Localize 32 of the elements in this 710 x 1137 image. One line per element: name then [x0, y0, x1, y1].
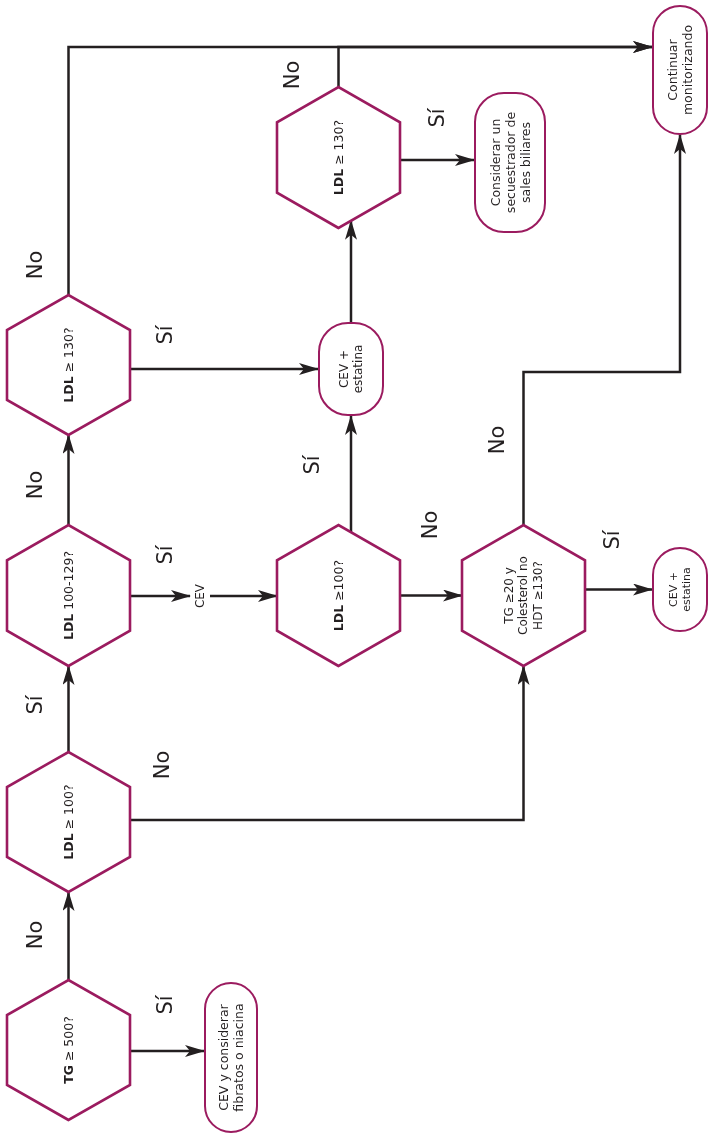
action-text: Considerar un secuestrador de sales biliares [487, 110, 533, 216]
action-text: CEV y considerar fibratos o niacina [216, 1002, 246, 1114]
action-box [474, 92, 546, 233]
arrow [130, 665, 530, 822]
action-text: CEV + estatina [336, 344, 366, 394]
step-text: CEV [190, 574, 210, 618]
decision-text: TG ≥20 y Colesterol no HDT ≥130? [501, 555, 546, 637]
action-text: Continuar monitorizando [665, 23, 695, 118]
arrow [62, 665, 75, 752]
decision-text: TG ≥ 500? [61, 1015, 76, 1086]
arrow [130, 363, 319, 375]
action-text: CEV + estatina [666, 567, 694, 612]
arrow [585, 583, 653, 596]
arrow [62, 434, 75, 525]
arrow [400, 589, 463, 602]
decision-text: LDL ≥ 130? [331, 118, 346, 198]
arrow [210, 590, 278, 602]
arrow [337, 41, 653, 87]
decision-text: LDL ≥ 100? [61, 783, 76, 862]
decision-text: LDL ≥ 130? [61, 326, 76, 405]
action-box [318, 322, 384, 416]
decision-text: LDL ≥100? [331, 558, 346, 634]
arrow [522, 134, 686, 525]
arrow [130, 1045, 205, 1057]
action-box [652, 5, 708, 135]
arrow [62, 891, 75, 980]
action-box [652, 547, 708, 632]
arrow [400, 154, 475, 166]
action-box [204, 982, 258, 1133]
decision-text: LDL 100-129? [61, 549, 76, 643]
arrow [130, 590, 191, 602]
arrow [345, 415, 357, 533]
